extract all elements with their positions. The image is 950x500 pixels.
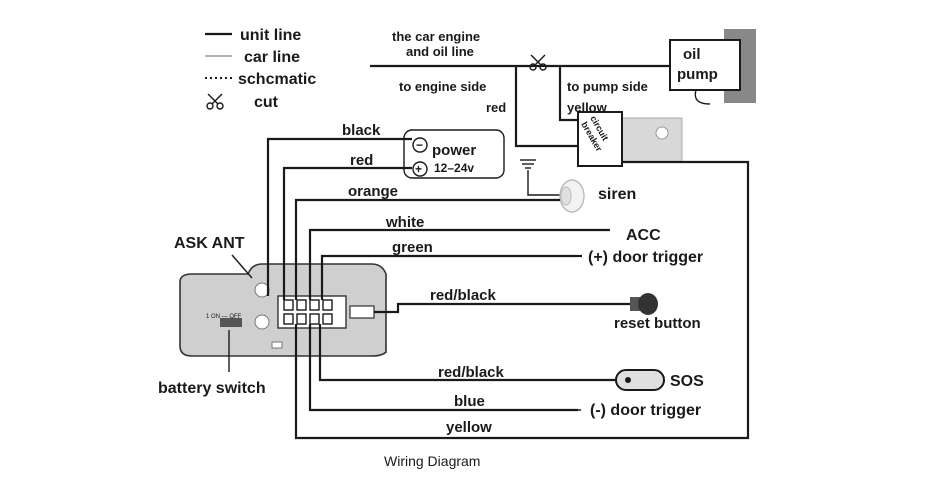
neg-door-trigger-label: (-) door trigger: [590, 402, 701, 419]
power-supply: − + power 12–24v: [403, 129, 505, 179]
red-black-wire-label-2: red/black: [438, 364, 505, 381]
orange-wire-label: orange: [348, 183, 398, 200]
relay-bracket: [615, 117, 683, 163]
unit-mount-screw-icon: [254, 314, 270, 330]
black-wire-label: black: [342, 122, 381, 139]
power-plus-sign: +: [415, 162, 422, 176]
reset-button-icon[interactable]: [638, 293, 658, 315]
legend-cut-label: cut: [254, 94, 279, 111]
engine-label-line2: and oil line: [406, 44, 474, 59]
legend: unit line car line schcmatic cut: [205, 27, 316, 111]
power-plus-terminal: [412, 161, 428, 177]
reset-button-stem: [630, 297, 640, 311]
engine-side-label: to engine side: [399, 79, 486, 94]
yellow-wire-label: yellow: [446, 419, 492, 436]
gps-tracker-unit: 1 ON — OFF ASK ANT battery switch: [158, 235, 387, 397]
red-wire: [282, 166, 412, 300]
engine-side-wire: [514, 66, 578, 148]
power-minus-terminal: [412, 137, 428, 153]
harness-wires: black red orange white ACC green (+) doo…: [266, 122, 750, 440]
unit-port-icon: [271, 341, 283, 349]
legend-car-line-label: car line: [244, 49, 300, 66]
diagram-caption: Wiring Diagram: [384, 453, 480, 469]
engine-label-line1: the car engine: [392, 29, 480, 44]
connector-pin: [296, 299, 307, 311]
pump-side-label: to pump side: [567, 79, 648, 94]
blue-wire: [308, 324, 578, 412]
power-voltage: 12–24v: [434, 161, 474, 175]
ask-ant-label: ASK ANT: [174, 235, 245, 252]
red-wire-label: red: [350, 152, 373, 169]
oil-pump-label-line1: oil: [683, 46, 701, 63]
power-minus-sign: −: [416, 138, 423, 152]
legend-schematic-label: schcmatic: [238, 71, 316, 88]
engine-red-label: red: [486, 100, 506, 115]
acc-label: ACC: [626, 227, 661, 244]
connector-pin: [309, 299, 320, 311]
yellow-wire: [294, 160, 750, 440]
oil-pump-label-line2: pump: [677, 66, 718, 83]
battery-switch-label: battery switch: [158, 380, 266, 397]
green-wire-label: green: [392, 239, 433, 256]
connector-pin: [283, 299, 294, 311]
red-black-wire-sos: [318, 324, 616, 382]
engine-oil-section: the car engine and oil line to engine si…: [370, 29, 756, 167]
ask-ant-pointer: [231, 254, 253, 279]
relay-mount-hole: [655, 126, 669, 140]
red-black-wire-reset: [374, 302, 630, 314]
connector-pin: [309, 313, 320, 325]
reset-button-label: reset button: [614, 315, 701, 332]
green-wire: [320, 254, 582, 300]
sos-button-dot: [625, 377, 631, 383]
sos-label: SOS: [670, 373, 704, 390]
legend-unit-line-label: unit line: [240, 27, 301, 44]
black-wire: [266, 137, 412, 296]
cut-scissors-icon: [529, 54, 547, 71]
connector-pin: [283, 313, 294, 325]
power-title: power: [432, 142, 476, 159]
battery-switch-icon[interactable]: [220, 318, 242, 327]
siren-label: siren: [598, 186, 636, 203]
circuit-breaker-box: [577, 111, 623, 167]
red-black-wire-label-1: red/black: [430, 287, 497, 304]
white-wire-label: white: [385, 214, 424, 231]
blue-wire-label: blue: [454, 393, 485, 410]
reset-connector: [349, 305, 375, 319]
orange-wire: [294, 198, 560, 300]
siren: siren: [520, 159, 636, 213]
siren-horn: [560, 186, 572, 206]
power-box: [403, 129, 505, 179]
oil-pump-pigtail: [694, 89, 711, 105]
connector-pin: [322, 313, 333, 325]
white-wire: [308, 228, 610, 300]
connector-pin: [322, 299, 333, 311]
siren-ground-wire: [527, 170, 560, 196]
pos-door-trigger-label: (+) door trigger: [588, 249, 703, 266]
oil-pump-box: [669, 39, 741, 91]
switch-text: 1 ON — OFF: [206, 314, 242, 320]
connector-pin: [296, 313, 307, 325]
scissors-icon: [206, 93, 224, 110]
sos-button-icon[interactable]: [615, 369, 665, 391]
wire-harness-connector: [277, 295, 347, 329]
pump-side-wire: [558, 66, 578, 122]
